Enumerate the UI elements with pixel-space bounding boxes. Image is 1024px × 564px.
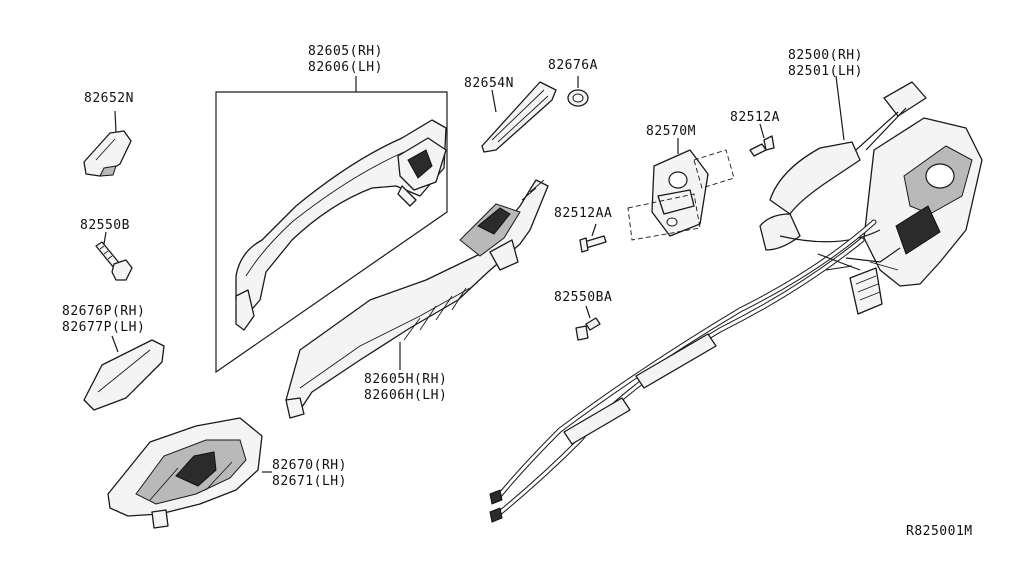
part-82570m-striker	[651, 149, 709, 237]
label-82570m: 82570M	[646, 124, 696, 139]
label-82500-rh: 82500(RH)	[788, 48, 863, 63]
leader-82512a	[759, 123, 765, 139]
label-82550b: 82550B	[80, 218, 130, 233]
part-82605h-bracket	[285, 179, 549, 419]
label-82606h-lh: 82606H(LH)	[364, 388, 448, 403]
leader-82652n	[114, 110, 117, 133]
striker-dashed-outline-bottom	[627, 193, 701, 241]
leader-82550ba	[585, 305, 591, 319]
label-82670-rh: 82670(RH)	[272, 458, 347, 473]
label-82677p-lh: 82677P(LH)	[62, 320, 146, 335]
part-82605-outside-handle	[235, 119, 447, 331]
leader-82500	[835, 75, 845, 141]
lock-cables	[489, 219, 877, 523]
part-82512a-screw	[749, 135, 775, 157]
label-82676a: 82676A	[548, 58, 598, 73]
striker-dashed-outline-top	[693, 149, 735, 189]
label-82676p-rh: 82676P(RH)	[62, 304, 146, 319]
label-82605h-rh: 82605H(RH)	[364, 372, 448, 387]
cable-tie-line	[817, 253, 861, 271]
label-82512aa: 82512AA	[554, 206, 613, 221]
label-82652n: 82652N	[84, 91, 134, 106]
diagram-reference-code: R825001M	[906, 524, 973, 539]
leader-82676p	[111, 335, 119, 353]
part-82676p-cover	[83, 339, 165, 411]
label-82654n: 82654N	[464, 76, 514, 91]
label-82512a: 82512A	[730, 110, 780, 125]
leader-82512aa	[591, 223, 597, 237]
label-82606-lh: 82606(LH)	[308, 60, 383, 75]
part-82550ba-bolt	[575, 317, 601, 341]
leader-82654n	[491, 89, 497, 113]
part-82550b-bolt	[95, 241, 133, 281]
leader-82550b	[103, 231, 107, 245]
part-82676a-ring	[567, 89, 589, 107]
label-82501-lh: 82501(LH)	[788, 64, 863, 79]
part-82500-lock-actuator	[759, 81, 983, 315]
part-82654n-pad	[481, 81, 557, 153]
part-82652n-cap	[83, 130, 132, 177]
label-82550ba: 82550BA	[554, 290, 613, 305]
part-82512aa-screw	[579, 235, 607, 253]
part-82670-inside-handle	[107, 417, 263, 529]
label-82671-lh: 82671(LH)	[272, 474, 347, 489]
label-82605-rh: 82605(RH)	[308, 44, 383, 59]
handle-callout-box	[215, 91, 448, 374]
